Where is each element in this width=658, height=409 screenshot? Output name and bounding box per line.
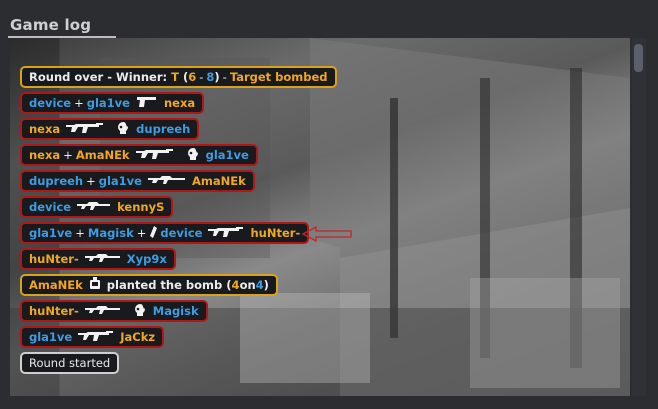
player-count-open: ( xyxy=(226,278,232,292)
assister-name: Magisk xyxy=(87,226,134,240)
reason-sep: - xyxy=(222,70,227,84)
sniper-icon xyxy=(77,200,111,214)
victim-name: dupreeh xyxy=(136,122,191,136)
pistol-icon xyxy=(136,96,158,111)
round-over-prefix: Round over - Winner: xyxy=(29,70,168,84)
player-count-on: on xyxy=(239,278,256,292)
kill-entry: nexa dupreeh xyxy=(20,118,200,140)
bomb-planted-entry: AmaNEk planted the bomb ( 4 on 4 ) xyxy=(20,274,278,296)
assister-name: AmaNEk xyxy=(75,148,130,162)
title-underline xyxy=(8,36,116,38)
sniper-icon xyxy=(84,252,121,266)
winner-side: T xyxy=(171,70,179,84)
killer-name: dupreeh xyxy=(29,174,84,188)
assister-name: gla1ve xyxy=(86,96,130,110)
round-started-text: Round started xyxy=(29,356,111,370)
scrollbar-track[interactable] xyxy=(632,38,646,396)
flash-plus: + xyxy=(136,226,147,240)
round-over-entry: Round over - Winner: T ( 6 - 8 ) - Targe… xyxy=(20,66,337,88)
kill-entry: device + gla1ve nexa xyxy=(20,92,205,114)
t-alive-count: 4 xyxy=(231,278,240,292)
bomb-icon xyxy=(89,277,101,293)
bomb-planted-text: planted the bomb xyxy=(106,278,223,292)
sniper-icon xyxy=(84,304,121,318)
score-open: ( xyxy=(182,70,189,84)
panel-title: Game log xyxy=(10,16,92,34)
victim-name: Magisk xyxy=(152,304,199,318)
killer-name: nexa xyxy=(29,148,61,162)
round-over-reason: Target bombed xyxy=(229,70,328,84)
round-started-entry: Round started xyxy=(20,352,120,374)
headshot-icon xyxy=(133,303,147,320)
kill-entry: gla1ve JaCkz xyxy=(20,326,165,348)
victim-name: gla1ve xyxy=(205,148,249,162)
kill-entry: huNter- Xyp9x xyxy=(20,248,176,270)
killer-name: huNter- xyxy=(29,252,79,266)
kill-entry: device kennyS xyxy=(20,196,174,218)
kill-entry: nexa + AmaNEk gla1ve xyxy=(20,144,258,166)
kill-entry: huNter- Magisk xyxy=(20,300,208,322)
killer-name: huNter- xyxy=(29,304,79,318)
victim-name: nexa xyxy=(163,96,196,110)
score-dash: - xyxy=(199,70,204,84)
victim-name: huNter- xyxy=(250,226,301,240)
kill-entry: dupreeh + gla1ve AmaNEk xyxy=(20,170,255,192)
highlight-arrow-icon xyxy=(302,226,352,242)
killer-name: gla1ve xyxy=(29,226,73,240)
score-t: 6 xyxy=(188,70,197,84)
killer-name: device xyxy=(29,96,72,110)
assist-plus: + xyxy=(86,174,96,188)
headshot-icon xyxy=(186,147,200,164)
flashbang-icon xyxy=(149,225,158,241)
score-ct: 8 xyxy=(206,70,215,84)
victim-name: AmaNEk xyxy=(191,174,246,188)
killer-name: device xyxy=(29,200,72,214)
scrollbar-thumb[interactable] xyxy=(634,44,643,72)
victim-name: JaCkz xyxy=(120,330,156,344)
ct-alive-count: 4 xyxy=(255,278,264,292)
assist-plus: + xyxy=(63,148,73,162)
rifle-icon xyxy=(66,122,104,137)
score-close: ) xyxy=(214,70,220,84)
headshot-icon xyxy=(116,121,130,138)
killer-name: gla1ve xyxy=(29,330,73,344)
victim-name: Xyp9x xyxy=(126,252,167,266)
assist-plus: + xyxy=(75,226,85,240)
rifle-icon xyxy=(135,148,174,163)
sniper-icon xyxy=(147,174,186,188)
killer-name: nexa xyxy=(29,122,61,136)
victim-name: kennyS xyxy=(117,200,165,214)
flash-assister-name: device xyxy=(160,226,203,240)
rifle-icon xyxy=(208,226,244,241)
assister-name: gla1ve xyxy=(98,174,142,188)
rifle-icon xyxy=(78,330,114,345)
planter-name: AmaNEk xyxy=(29,278,83,292)
player-count-close: ) xyxy=(263,278,269,292)
kill-entry: gla1ve + Magisk + device huNter- xyxy=(20,222,310,244)
assist-plus: + xyxy=(74,96,84,110)
